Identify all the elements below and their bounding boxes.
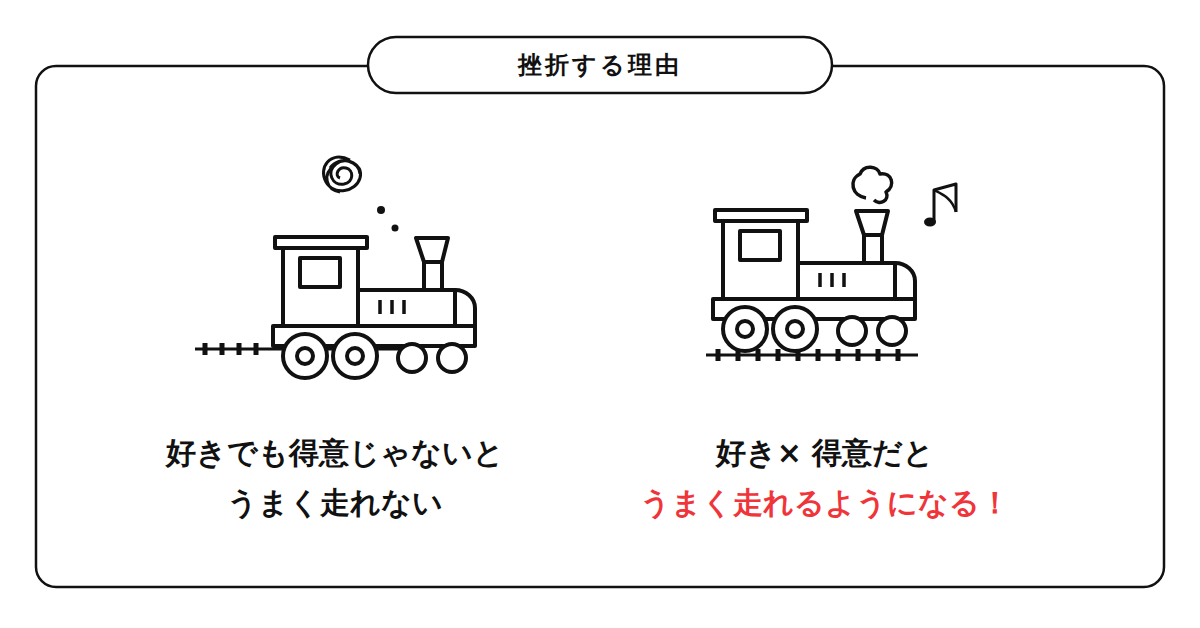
train-left — [195, 157, 475, 378]
title-pill — [368, 37, 832, 93]
train-right — [706, 167, 956, 361]
caption-right: 好き× 得意だと — [610, 428, 1040, 478]
caption-left: 好きでも得意じゃないと うまく走れない — [120, 428, 550, 527]
frame — [36, 66, 1164, 587]
caption-highlight: うまく走れるようになる！ — [585, 478, 1065, 528]
title: 挫折する理由 — [380, 53, 820, 77]
